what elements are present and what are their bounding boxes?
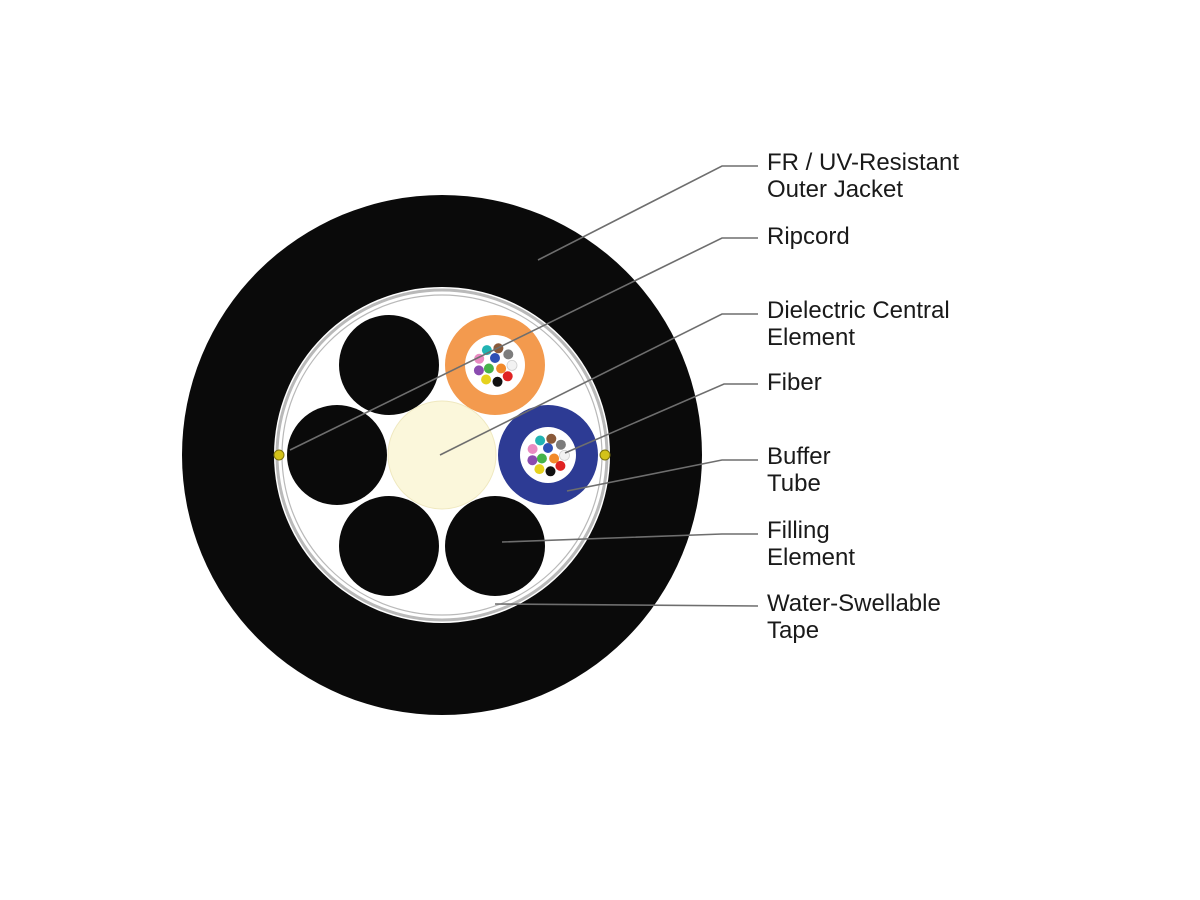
fiber-blue-10 [527,455,538,466]
filling-element-top-left [339,315,439,415]
leader-line-central [439,313,758,456]
fiber-orange-8 [492,376,503,387]
fiber-blue-3 [536,453,547,464]
fiber-blue-1 [543,443,553,453]
label-ripcord: Ripcord [767,223,850,250]
filling-element-left [287,405,387,505]
fiber-blue-4 [546,433,557,444]
label-central-element: Dielectric Central Element [767,297,956,351]
label-jacket: FR / UV-Resistant Outer Jacket [767,149,966,203]
fiber-orange-1 [490,353,500,363]
filling-element-bottom-right [445,496,545,596]
fiber-blue-9 [534,464,545,475]
buffer-tube-orange [445,315,545,415]
fiber-blue-8 [545,466,556,477]
fiber-orange-7 [502,371,513,382]
fiber-orange-3 [483,363,494,374]
leader-line-tape [494,603,759,607]
fiber-orange-2 [496,363,507,374]
fiber-orange-5 [503,349,514,360]
label-water-swellable-tape: Water-Swellable Tape [767,590,948,644]
label-filling-element: Filling Element [767,517,855,571]
buffer-tube-blue [498,405,598,505]
dielectric-central-element [387,400,497,510]
fiber-orange-6 [506,359,518,371]
fiber-bundle-blue-tube [527,433,570,477]
fiber-blue-2 [549,453,560,464]
fiber-orange-10 [473,365,484,376]
ripcord-right [599,449,611,461]
leader-line-fiber [564,383,758,454]
label-fiber: Fiber [767,369,822,396]
fiber-blue-11 [527,444,538,454]
leader-line-jacket [537,165,758,261]
fiber-orange-9 [481,374,492,385]
fiber-blue-12 [535,435,546,446]
ripcord-left [273,449,285,461]
fiber-blue-5 [555,439,566,450]
leader-line-buffer [566,459,758,492]
leader-line-filling [501,533,758,543]
fiber-blue-7 [555,460,566,471]
label-buffer-tube: Buffer Tube [767,443,837,497]
leader-line-ripcord [289,237,758,451]
filling-element-bottom-left [339,496,439,596]
